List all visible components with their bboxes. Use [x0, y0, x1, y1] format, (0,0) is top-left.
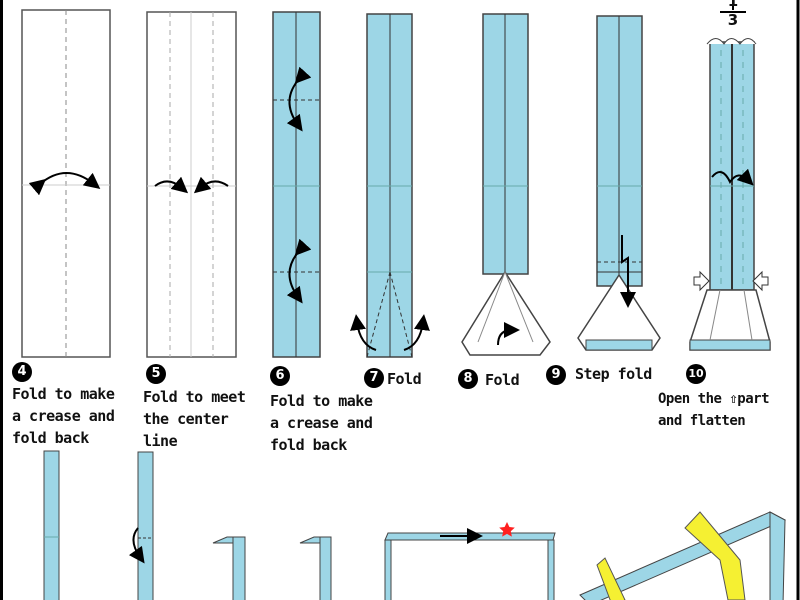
step-8-figure	[461, 13, 551, 356]
step-7-number: 7	[364, 368, 384, 388]
fold-arrow-icon	[28, 172, 101, 196]
fold-arrow-icon	[193, 176, 229, 194]
fold-arrow-icon	[350, 314, 377, 351]
step-9-number: 9	[546, 365, 566, 385]
fraction-denominator: 3	[727, 11, 739, 29]
fold-arrow-icon	[403, 314, 430, 351]
star-icon	[499, 522, 515, 537]
step-10-number: 10	[686, 364, 706, 384]
step-10-text: Open the ⇧part and flatten	[658, 391, 770, 429]
step-8-number: 8	[458, 369, 478, 389]
step-5-number: 5	[146, 364, 166, 384]
step-4-number: 4	[12, 362, 32, 382]
step-5-text: Fold to meet the center line	[143, 388, 246, 450]
open-arrow-icon	[752, 270, 769, 292]
step-16-figure	[579, 511, 787, 600]
step-6-number: 6	[270, 366, 290, 386]
step-8-text: Fold	[485, 371, 520, 389]
step-15-figure	[384, 522, 556, 600]
fold-arrow-icon	[286, 66, 312, 132]
step-12-figure	[128, 451, 154, 600]
step-7-text: Fold	[387, 370, 422, 388]
step-5-figure	[146, 11, 237, 358]
fraction-numerator: 1	[727, 0, 739, 10]
step-6-text: Fold to make a crease and fold back	[270, 392, 373, 454]
step-14-figure	[299, 536, 332, 600]
step-9-text: Step fold	[575, 365, 652, 383]
step-6-figure	[272, 11, 321, 358]
step-4-figure	[21, 9, 111, 358]
step-11-figure	[43, 450, 60, 600]
step-9-figure	[577, 15, 661, 351]
fold-arrow-icon	[711, 168, 754, 186]
step-7-figure	[350, 13, 430, 358]
step-fold-arrow-icon	[620, 235, 636, 308]
fold-arrow-icon	[128, 527, 145, 564]
step-13-figure	[212, 536, 246, 600]
open-arrow-icon	[693, 270, 710, 292]
fold-arrow-icon	[497, 322, 520, 346]
fold-arrow-icon	[286, 238, 312, 304]
step-4-text: Fold to make a crease and fold back	[12, 385, 115, 447]
step-10-figure	[689, 0, 771, 351]
fold-arrow-icon	[154, 176, 189, 194]
